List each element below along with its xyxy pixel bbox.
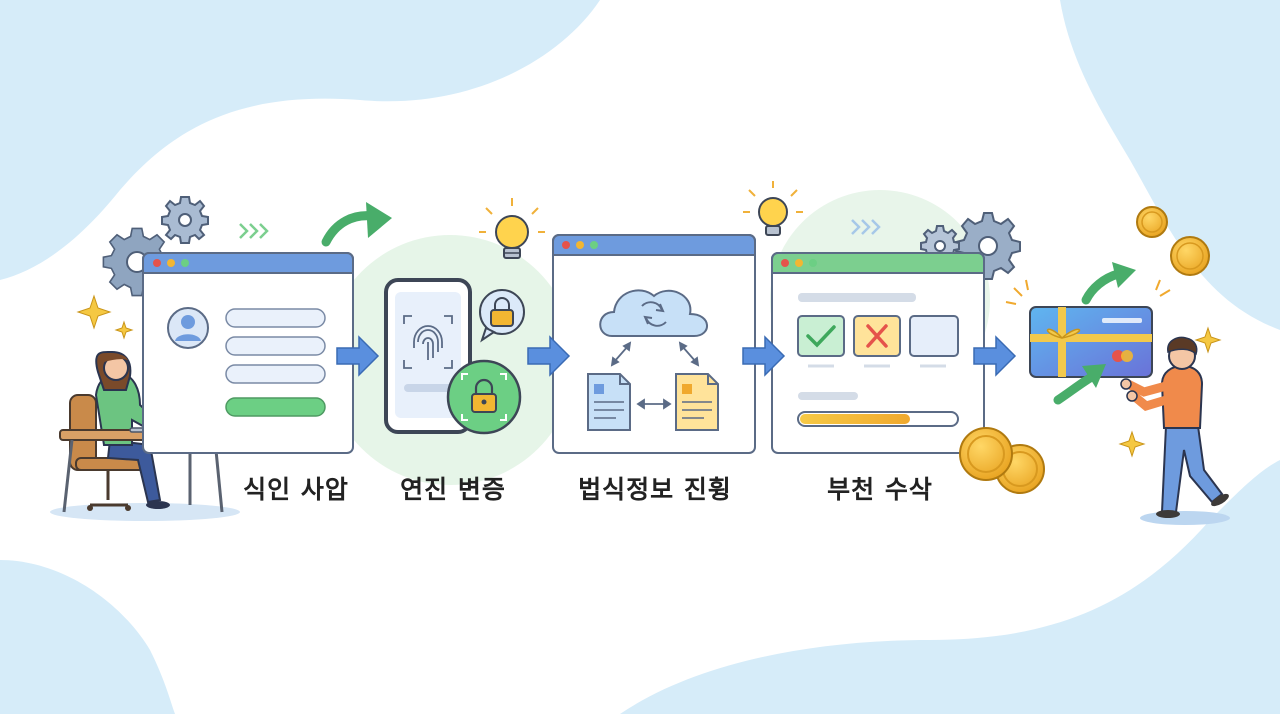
gear-icon-left-small <box>161 196 209 244</box>
floor-shadow <box>50 503 240 521</box>
step1-window <box>142 252 354 454</box>
chevron-icons-step1 <box>239 223 269 239</box>
floor-shadow-right <box>1140 511 1230 525</box>
arrow-1 <box>336 335 380 377</box>
step3-window <box>552 234 756 454</box>
lightbulb-icon-1 <box>479 198 545 259</box>
form-field-2 <box>225 336 326 356</box>
celebrating-person <box>1120 336 1230 525</box>
step-label-3: 법식정보 진휭 <box>578 475 732 504</box>
form-field-3 <box>225 364 326 384</box>
approval-icon <box>797 315 845 357</box>
arrow-2 <box>527 335 571 377</box>
step-label-1: 식인 사압 <box>243 475 349 504</box>
reward-arrows <box>1053 262 1136 405</box>
arrow-3 <box>742 335 786 377</box>
lock-icon <box>446 359 522 435</box>
blob-top-right <box>1060 0 1280 330</box>
blob-bottom-left <box>0 560 175 714</box>
fingerprint-icon <box>403 315 453 369</box>
arrow-4 <box>973 335 1017 377</box>
cloud-sync-icon <box>599 289 708 337</box>
progress-bar <box>797 411 959 427</box>
lightbulb-icon-2 <box>743 181 803 236</box>
step-label-4: 부천 수삭 <box>827 475 933 504</box>
sparkles <box>76 294 1222 458</box>
coin-icons-top-right <box>1136 206 1210 276</box>
step2-phone <box>384 278 525 435</box>
curved-arrow-top <box>321 202 392 247</box>
step4-window <box>771 252 985 454</box>
person-legs-right <box>1160 425 1224 513</box>
reject-icon <box>853 315 901 357</box>
step-label-2: 연진 변증 <box>400 475 506 504</box>
blob-bottom-right <box>620 460 1280 714</box>
form-submit-bar <box>225 397 326 417</box>
empty-box <box>909 315 959 357</box>
profile-form-icon <box>167 307 209 349</box>
step-arrows <box>336 335 1017 377</box>
document-icon-blue <box>587 373 631 431</box>
blob-top-left <box>0 0 600 280</box>
chevron-icons-step4 <box>851 219 881 235</box>
person-hair-right <box>1167 336 1198 356</box>
lock-bubble-icon <box>479 289 525 343</box>
form-field-1 <box>225 308 326 328</box>
document-icon-yellow <box>675 373 719 431</box>
coin-icons-step4 <box>959 427 1045 494</box>
sync-arrows <box>610 341 700 410</box>
